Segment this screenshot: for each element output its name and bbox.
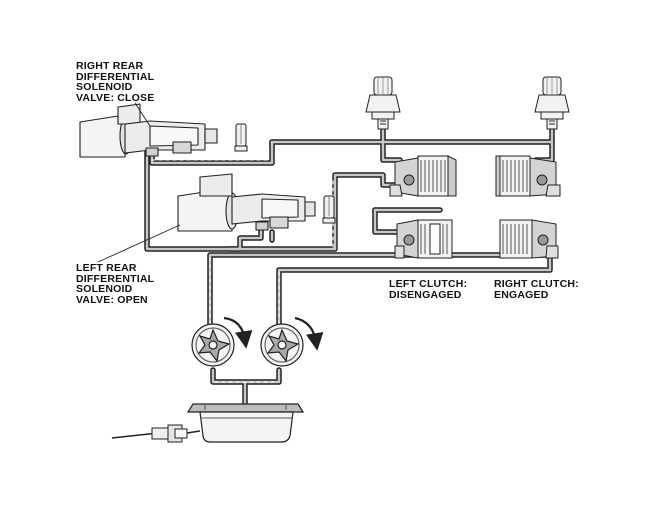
left-solenoid-valve-icon	[177, 173, 316, 232]
left-solenoid-leader-line	[97, 224, 181, 263]
left-clutch-lower-icon	[394, 219, 453, 259]
right-clutch-lower-icon	[499, 219, 559, 259]
right-clutch-label-line-2: ENGAGED	[494, 288, 549, 301]
right-clutch-label-line-1: RIGHT CLUTCH:	[494, 278, 579, 290]
left-solenoid-label: LEFT REAR DIFFERENTIAL SOLENOID VALVE: O…	[76, 263, 154, 305]
right-filter-icon	[234, 123, 248, 152]
left-solenoid-label-line-2: DIFFERENTIAL	[76, 272, 155, 285]
left-solenoid-label-line-1: LEFT REAR	[76, 262, 137, 274]
right-solenoid-valve-icon	[79, 103, 218, 158]
left-clutch-upper-icon	[389, 155, 457, 197]
left-oil-pump-icon	[191, 323, 235, 367]
left-clutch-label: LEFT CLUTCH: DISENGAGED	[389, 279, 467, 300]
left-filter-icon	[322, 195, 336, 224]
oil-reservoir-icon	[186, 403, 305, 443]
left-clutch-label-line-2: DISENGAGED	[389, 288, 462, 301]
right-clutch-upper-icon	[495, 155, 561, 197]
right-solenoid-label-line-1: RIGHT REAR	[76, 60, 144, 72]
right-solenoid-label-line-2: DIFFERENTIAL	[76, 70, 155, 83]
right-solenoid-leader-line	[134, 102, 151, 127]
oil-temperature-sensor-icon	[111, 424, 201, 443]
right-solenoid-label-line-3: SOLENOID	[76, 81, 133, 93]
left-clutch-label-line-1: LEFT CLUTCH:	[389, 278, 468, 290]
right-clutch-label: RIGHT CLUTCH: ENGAGED	[494, 279, 579, 300]
right-solenoid-label: RIGHT REAR DIFFERENTIAL SOLENOID VALVE: …	[76, 61, 154, 103]
left-solenoid-label-line-4: VALVE: OPEN	[76, 293, 148, 306]
left-solenoid-label-line-3: SOLENOID	[76, 283, 133, 295]
right-solenoid-label-line-4: VALVE: CLOSE	[76, 91, 155, 104]
right-pump-rotation-arrow-icon	[294, 316, 324, 351]
right-oil-pump-icon	[260, 323, 304, 367]
left-pump-rotation-arrow-icon	[223, 316, 253, 349]
right-pressure-sensor-icon	[534, 76, 570, 130]
left-pressure-sensor-icon	[365, 76, 401, 130]
